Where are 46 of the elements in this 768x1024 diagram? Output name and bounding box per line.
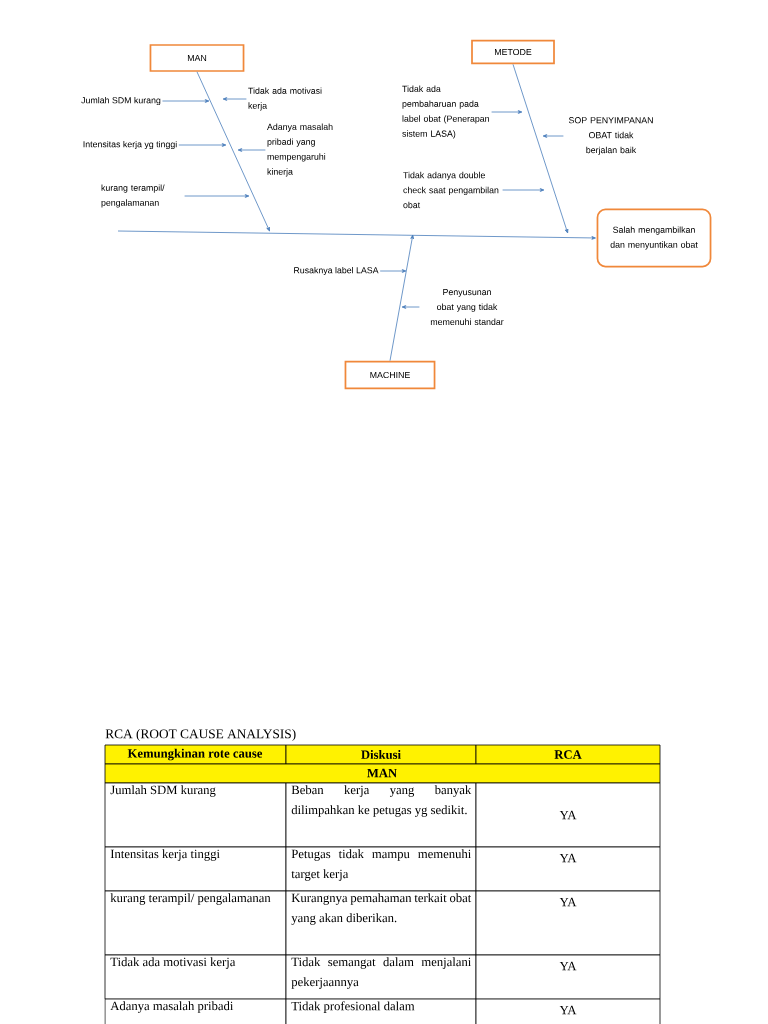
table-cell: YA <box>475 890 661 956</box>
cause-label: Tidak adanya double check saat pengambilan obat <box>403 171 499 209</box>
cause-label: Jumlah SDM kurang <box>81 96 161 106</box>
cause-label: Tidak ada pembaharuan pada label obat (Penerapan sistem LASA) <box>402 85 489 139</box>
table-cell: Kurangnya pemahaman terkait obat yang akan diberikan. <box>285 890 477 956</box>
cause-label: kurang terampil/ pengalamanan <box>101 184 165 208</box>
table-cell: YA <box>475 954 661 1000</box>
cause-label: Penyusunan obat yang tidak memenuhi standar <box>430 289 504 325</box>
spine-arrow <box>117 230 596 240</box>
arrow <box>162 99 210 103</box>
table-cell: Tidak ada motivasi kerja <box>104 954 287 1000</box>
table-cell: YA <box>475 782 661 848</box>
table-cell: kurang terampil/ pengalamanan <box>104 890 287 956</box>
table-cell: Intensitas kerja tinggi <box>104 846 287 892</box>
table-cell: Petugas tidak mampu memenuhi target kerja <box>285 846 477 892</box>
arrow <box>222 97 247 101</box>
arrow <box>237 148 266 152</box>
cause-label: Intensitas kerja yg tinggi <box>83 140 177 150</box>
table-cell: RCA <box>475 744 661 765</box>
table-title: RCA (ROOT CAUSE ANALYSIS) <box>105 728 296 742</box>
arrow <box>379 269 407 273</box>
category-box: MAN <box>149 44 245 72</box>
table-cell: Diskusi <box>285 744 477 765</box>
arrow <box>178 143 227 147</box>
category-box: METODE <box>471 39 555 65</box>
table-cell: Beban kerja yang banyak dilimpahkan ke petugas yg sedikit. <box>285 782 477 848</box>
table-cell: YA <box>475 846 661 892</box>
bone-arrow <box>389 234 414 362</box>
bone-arrow <box>196 71 270 232</box>
arrow <box>491 110 523 114</box>
arrow <box>184 194 250 198</box>
cause-label: Rusaknya label LASA <box>294 266 379 276</box>
category-box: MACHINE <box>344 360 436 390</box>
arrow <box>542 134 564 138</box>
cause-label: Tidak ada motivasi kerja <box>248 87 322 111</box>
bone-arrow <box>512 63 569 234</box>
table-cell: YA <box>475 998 661 1024</box>
table-cell: Tidak semangat dalam menjalani pekerjaannya <box>285 954 477 1000</box>
table-cell: Tidak profesional dalam <box>285 998 477 1024</box>
cause-label: SOP PENYIMPANAN OBAT tidak berjalan baik <box>568 117 653 155</box>
cause-label: Adanya masalah pribadi yang mempengaruhi kinerja <box>267 123 333 177</box>
arrow <box>502 188 545 192</box>
effect-box: Salah mengambilkan dan menyuntikan obat <box>596 208 712 268</box>
table-cell: Jumlah SDM kurang <box>104 782 287 848</box>
table-cell: Adanya masalah pribadi <box>104 998 287 1024</box>
arrow <box>401 305 420 309</box>
